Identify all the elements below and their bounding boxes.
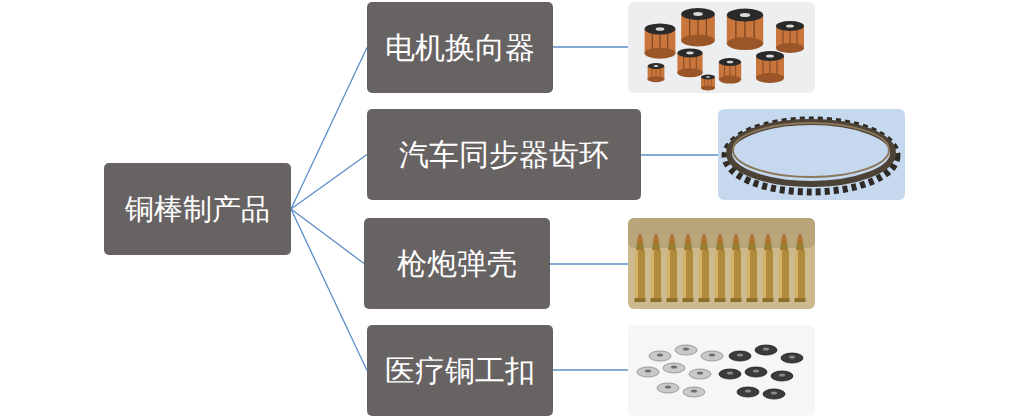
box-label: 电机换向器	[385, 30, 535, 66]
category-box: 电机换向器	[367, 2, 553, 93]
root-box: 铜棒制产品	[104, 163, 291, 255]
branch-line	[291, 48, 367, 210]
leader-line	[553, 369, 628, 370]
branch-line	[291, 209, 364, 264]
box-label: 铜棒制产品	[125, 192, 270, 227]
leader-line	[553, 46, 628, 47]
branch-line	[291, 155, 367, 210]
category-box: 枪炮弹壳	[364, 218, 550, 309]
category-box: 医疗铜工扣	[367, 325, 553, 416]
leader-line	[550, 263, 628, 264]
box-label: 汽车同步器齿环	[399, 137, 609, 173]
leader-line	[641, 154, 718, 155]
box-label: 枪炮弹壳	[397, 246, 517, 282]
copper-button-photo	[628, 325, 815, 416]
cartridge-photo	[628, 218, 815, 309]
box-label: 医疗铜工扣	[385, 353, 535, 389]
branch-line	[291, 209, 367, 371]
category-box: 汽车同步器齿环	[367, 109, 641, 200]
commutator-photo	[628, 2, 815, 93]
synchronizer-ring-photo	[718, 109, 905, 200]
